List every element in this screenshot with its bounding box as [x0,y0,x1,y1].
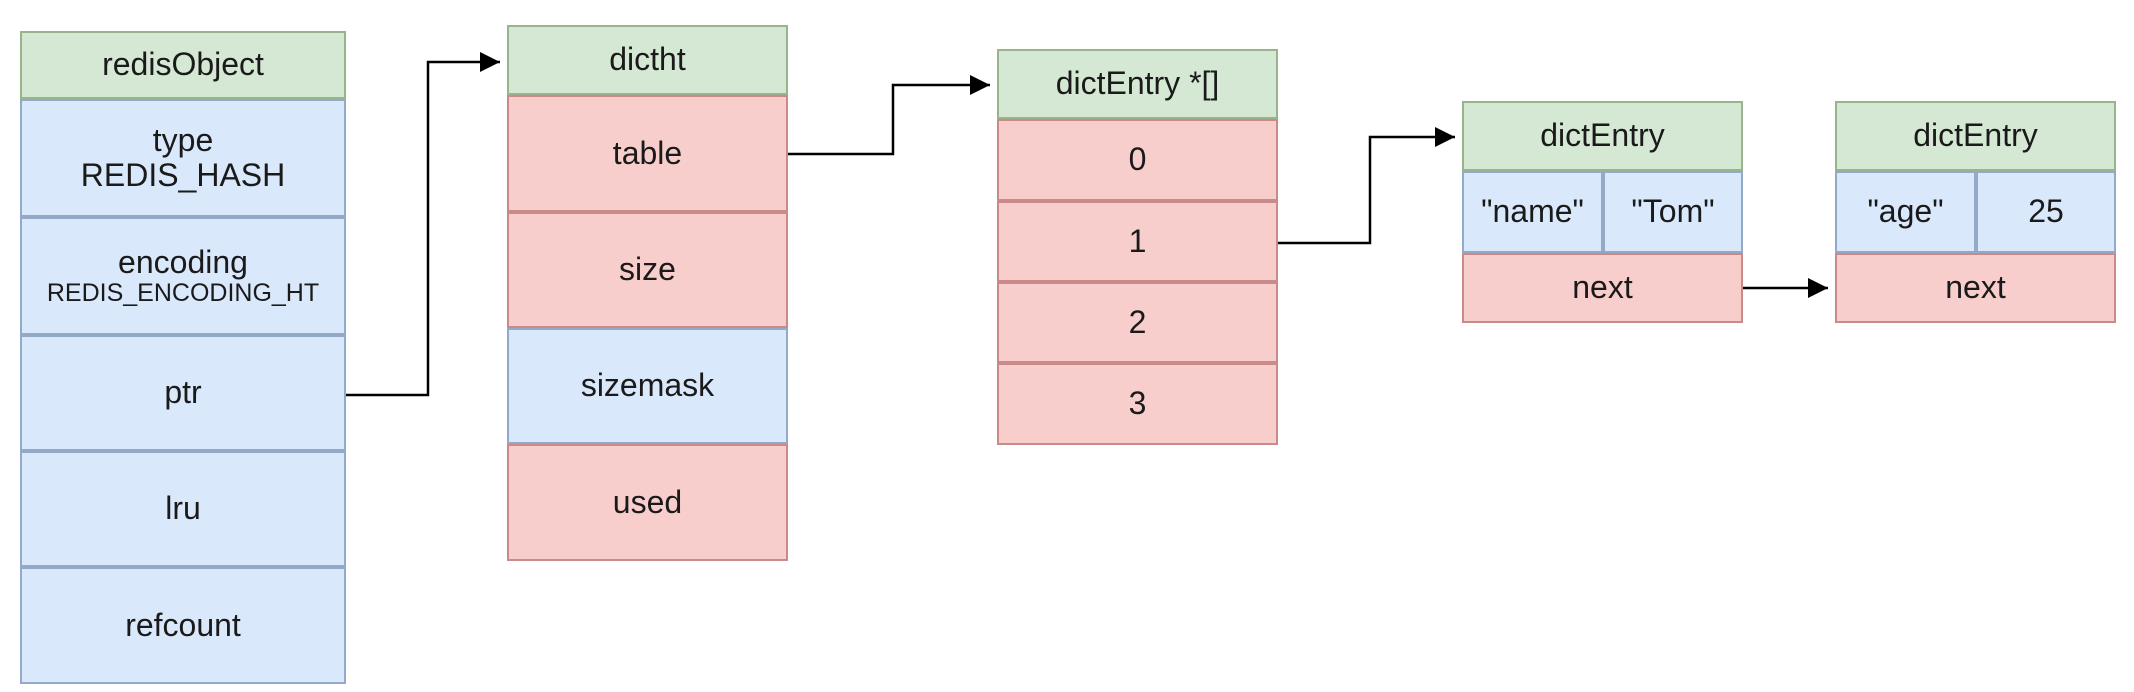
dict-entry-header: dictEntry [1835,101,2116,171]
type-label: type [152,121,214,158]
dict-entry-value: 25 [1976,171,2116,253]
dict-entry-key: "age" [1835,171,1976,253]
dictht-header: dictht [507,25,788,95]
bucket-slot: 2 [997,282,1278,363]
redis-object-type-field: type REDIS_HASH [20,99,346,217]
bucket-slot: 0 [997,119,1278,201]
bucket-slot: 1 [997,201,1278,282]
encoding-label: encoding [118,243,248,280]
encoding-value: REDIS_ENCODING_HT [46,278,320,307]
dict-entry-array-header: dictEntry *[] [997,49,1278,119]
dict-entry-next: next [1835,253,2116,323]
arrow-ptr-to-dictht [346,52,500,397]
redis-object-refcount-field: refcount [20,567,346,684]
type-value: REDIS_HASH [80,157,286,193]
arrow-slot1-to-entry [1278,127,1455,245]
redis-object-lru-field: lru [20,451,346,567]
dictht-sizemask-field: sizemask [507,328,788,444]
dictht-used-field: used [507,444,788,561]
dictht-table-field: table [507,95,788,212]
bucket-slot: 3 [997,363,1278,445]
dictht-size-field: size [507,212,788,328]
redis-object-ptr-field: ptr [20,335,346,451]
dict-entry-key: "name" [1462,171,1603,253]
dict-entry-next: next [1462,253,1743,323]
redis-object-encoding-field: encoding REDIS_ENCODING_HT [20,217,346,335]
redis-object-header: redisObject [20,31,346,99]
arrow-table-to-array [788,75,990,156]
dict-entry-value: "Tom" [1603,171,1743,253]
dict-entry-header: dictEntry [1462,101,1743,171]
